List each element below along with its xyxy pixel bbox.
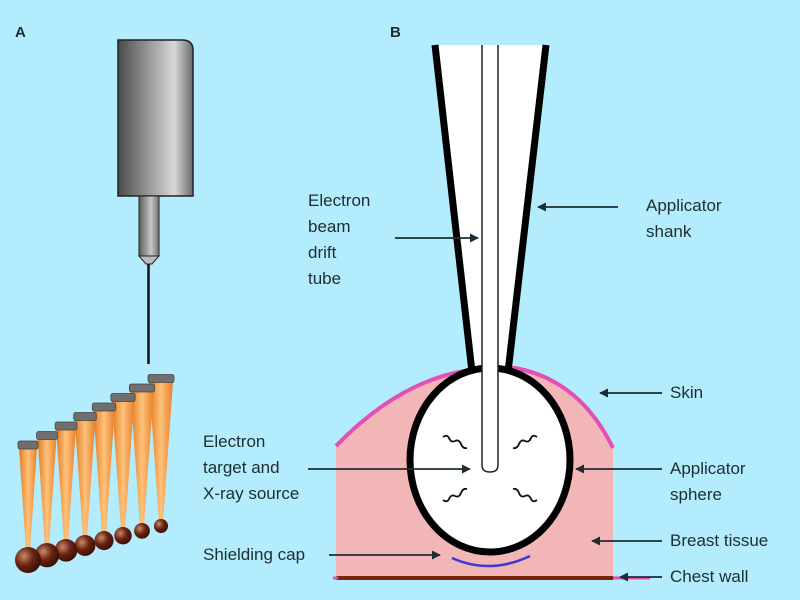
catheter-cone bbox=[19, 448, 37, 550]
label-skin: Skin bbox=[670, 383, 704, 402]
label-breast-tissue: Breast tissue bbox=[670, 531, 769, 550]
catheter-cap bbox=[147, 374, 175, 383]
catheter-cone bbox=[37, 438, 57, 546]
annotation-arrows bbox=[308, 202, 662, 582]
catheter-cone bbox=[111, 400, 135, 530]
applicator bbox=[406, 44, 574, 568]
label-shielding-cap: Shielding cap bbox=[203, 545, 306, 564]
applicator-sphere-ball bbox=[54, 539, 78, 562]
applicator-catheter bbox=[34, 431, 60, 568]
xray-emission-waves bbox=[442, 434, 538, 503]
catheter-cap bbox=[129, 383, 155, 393]
catheter-cone bbox=[130, 391, 154, 526]
applicator-sphere-ball bbox=[15, 547, 41, 573]
label-electron-beam-drift-tube: Electron beam drift tube bbox=[308, 191, 371, 288]
label-chest-wall: Chest wall bbox=[670, 567, 749, 586]
catheter-cone bbox=[93, 410, 115, 534]
xray-wave-icon bbox=[512, 487, 538, 503]
xray-wave-icon bbox=[512, 434, 538, 450]
xray-source-device bbox=[117, 39, 194, 364]
applicator-sphere-ball bbox=[134, 523, 150, 539]
catheter-cone bbox=[149, 381, 173, 522]
applicator-catheter bbox=[54, 421, 78, 562]
xray-wave-icon bbox=[442, 434, 468, 450]
device-neck bbox=[138, 195, 160, 257]
panel-label-b: B bbox=[390, 24, 401, 41]
applicator-shank-right-wall bbox=[504, 44, 550, 373]
panel-label-a: A bbox=[15, 24, 26, 41]
catheter-cap bbox=[54, 421, 78, 431]
applicator-sphere-ball bbox=[154, 519, 168, 533]
applicator-catheter bbox=[129, 383, 155, 539]
shielding-cap bbox=[451, 554, 531, 568]
device-tip bbox=[137, 255, 161, 265]
label-applicator-shank: Applicator shank bbox=[646, 196, 722, 241]
applicator-catheter bbox=[91, 402, 117, 551]
applicator-shank-left-wall bbox=[431, 44, 476, 373]
applicator-sphere-ball bbox=[114, 527, 132, 545]
applicator-sphere-ball bbox=[94, 531, 114, 551]
catheter-cone bbox=[74, 419, 96, 538]
label-electron-target: Electron target and X-ray source bbox=[203, 432, 300, 503]
applicator-sphere-ball bbox=[74, 535, 96, 556]
catheter-cap bbox=[91, 402, 117, 412]
xray-wave-icon bbox=[442, 487, 468, 503]
applicator-catheter bbox=[73, 412, 97, 556]
catheter-cap bbox=[17, 440, 39, 450]
electron-beam-drift-tube bbox=[481, 45, 499, 473]
catheter-cap bbox=[73, 412, 97, 421]
label-applicator-sphere: Applicator sphere bbox=[670, 459, 746, 504]
applicator-set bbox=[15, 374, 175, 573]
applicator-catheter bbox=[15, 440, 41, 573]
applicator-catheter bbox=[147, 374, 175, 533]
catheter-cone bbox=[56, 429, 76, 542]
catheter-cap bbox=[110, 393, 136, 402]
catheter-cap bbox=[36, 431, 58, 440]
device-body bbox=[117, 39, 194, 197]
applicator-catheter bbox=[110, 393, 136, 545]
